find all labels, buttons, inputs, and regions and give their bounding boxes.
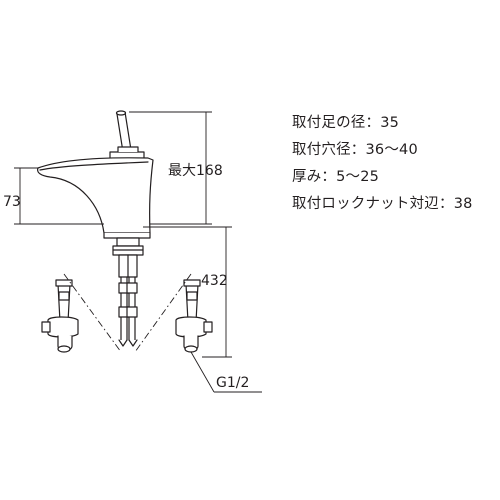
max-height-label: 最大168 xyxy=(168,163,223,179)
thread-size-label: G1/2 xyxy=(216,375,249,391)
spec-locknut-size: 取付ロックナット対辺：38 xyxy=(292,196,473,212)
spec-list: 取付足の径：35 取付穴径：36～40 厚み：5～25 取付ロックナット対辺：3… xyxy=(292,110,473,218)
spec-foot-diameter: 取付足の径：35 xyxy=(292,115,400,131)
connection-lines xyxy=(63,273,192,353)
lever-handle xyxy=(109,110,145,161)
faucet-body xyxy=(37,157,154,239)
right-stop-valve xyxy=(175,279,213,353)
spec-thickness: 厚み：5～25 xyxy=(292,169,380,185)
spout-height-label: 73 xyxy=(3,194,21,210)
spec-hole-diameter: 取付穴径：36～40 xyxy=(292,142,418,158)
dimension-lines xyxy=(14,111,262,393)
left-stop-valve xyxy=(41,279,79,353)
mounting-shank xyxy=(112,237,144,347)
supply-length-label: 432 xyxy=(201,273,228,289)
